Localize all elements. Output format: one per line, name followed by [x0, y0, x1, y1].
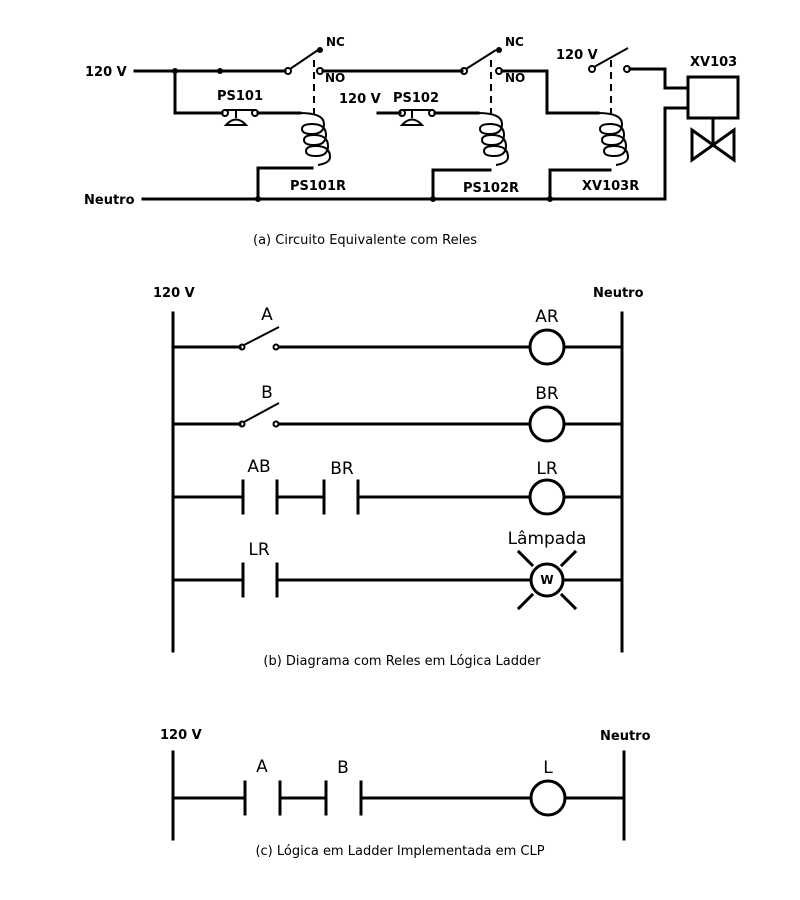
supply-label-c: 120 V — [160, 728, 202, 743]
coil-l-label: L — [543, 758, 553, 778]
ps102-label: PS102 — [393, 91, 439, 106]
coil-label-3: XV103R — [582, 179, 639, 194]
neutral-label-b: Neutro — [593, 286, 644, 301]
nc-label-1: NC — [326, 35, 345, 49]
panel-b-ladder-diagram: 120 V Neutro A AR B BR AB BR LR — [153, 286, 644, 669]
neutral-label: Neutro — [84, 193, 135, 208]
supply-label-b: 120 V — [153, 286, 195, 301]
junction-dot — [217, 68, 223, 74]
caption-c: (c) Lógica em Ladder Implementada em CLP — [255, 844, 544, 859]
valve-return — [663, 106, 690, 201]
lamp-label: Lâmpada — [508, 529, 587, 549]
contact-a-label: A — [256, 757, 268, 777]
coil-br-label: BR — [535, 384, 559, 404]
coil2-return — [431, 168, 492, 201]
nc-label-2: NC — [505, 35, 524, 49]
relay-switch-2 — [465, 49, 497, 70]
caption-b: (b) Diagrama com Reles em Lógica Ladder — [263, 654, 541, 669]
contact-br-label: BR — [330, 459, 354, 479]
caption-a: (a) Circuito Equivalente com Reles — [253, 233, 477, 248]
switch-a-label: A — [261, 305, 273, 325]
coil3-return — [548, 168, 612, 201]
valve-label: XV103 — [690, 55, 737, 70]
panel-a-relay-circuit: 120 V Neutro PS101 PS102 120 V 120 V NC … — [84, 35, 740, 248]
relay-switch-3 — [593, 47, 629, 68]
pushbutton-ps101 — [223, 118, 249, 126]
coil-ar — [528, 328, 566, 366]
relay-coil-3 — [597, 112, 630, 166]
supply-label-3: 120 V — [556, 48, 598, 63]
contact-ab-label: AB — [247, 457, 270, 477]
switch-b — [243, 402, 280, 423]
coil-label-2: PS102R — [463, 181, 519, 196]
coil1-return — [256, 166, 314, 201]
relay-coil-2 — [477, 112, 510, 166]
coil-lr-label: LR — [536, 459, 557, 479]
no-label-2: NO — [505, 71, 525, 85]
contact-lr-label: LR — [248, 540, 269, 560]
supply-label: 120 V — [85, 65, 127, 80]
wire-no2 — [500, 69, 600, 115]
switch-b-label: B — [261, 383, 273, 403]
valve-body-icon — [690, 127, 736, 163]
panel-c-plc-ladder: 120 V Neutro A B L (c) Lógica em Ladder … — [160, 728, 651, 859]
contact-b-label: B — [337, 758, 349, 778]
switch-a — [243, 326, 280, 346]
coil-label-1: PS101R — [290, 179, 346, 194]
junction-dot — [255, 196, 261, 202]
wire-to-valve — [628, 67, 690, 90]
junction-dot — [547, 196, 553, 202]
coil-lr — [528, 478, 566, 516]
relay-switch-1 — [289, 49, 319, 70]
valve-actuator — [686, 75, 740, 120]
supply-label-2: 120 V — [339, 92, 381, 107]
coil-ar-label: AR — [535, 307, 559, 327]
ps101-label: PS101 — [217, 89, 263, 104]
coil-br — [528, 405, 566, 443]
neutral-label-c: Neutro — [600, 729, 651, 744]
coil-l — [529, 779, 567, 817]
pushbutton-ps102 — [399, 118, 425, 126]
no-label-1: NO — [325, 71, 345, 85]
relay-coil-1 — [299, 112, 332, 166]
lamp-symbol: W — [540, 573, 553, 587]
junction-dot — [430, 196, 436, 202]
ps101-branch — [173, 69, 224, 115]
